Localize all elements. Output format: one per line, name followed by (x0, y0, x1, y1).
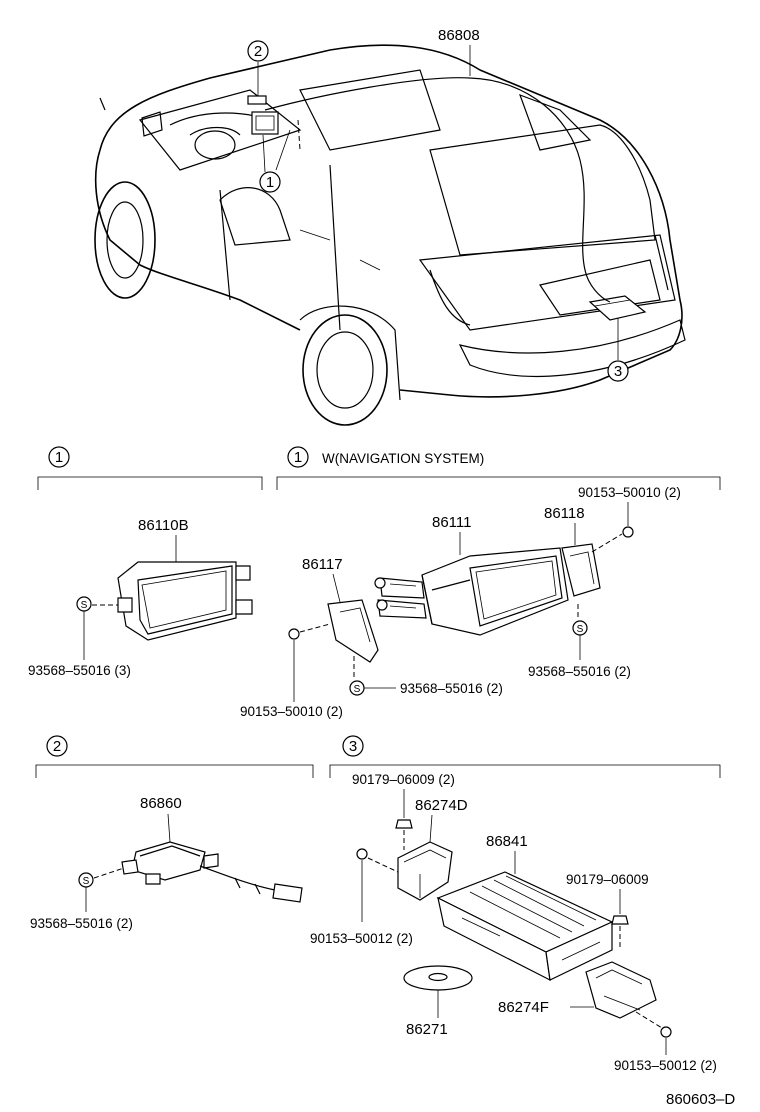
nut-top (395, 819, 413, 850)
screw-symbol-sec2-label: S (83, 876, 90, 887)
section-1-left: 1 86110B S 93568–55016 (3) (28, 446, 263, 678)
section-3-marker: 3 (349, 738, 357, 755)
vehicle-illustration (94, 44, 686, 426)
screw-symbol-sec2: S (78, 872, 94, 888)
section-1-right-marker: 1 (294, 449, 302, 466)
part-90153-50012-left: 90153–50012 (2) (310, 931, 413, 946)
screw-symbol-bottom-label: S (354, 684, 361, 695)
bolt-bottom (635, 1011, 672, 1038)
screw-symbol-left-label: S (81, 600, 88, 611)
bolt-bottom-left (288, 623, 331, 640)
nut-right (611, 915, 629, 950)
section-2: 2 86860 S 93568–55016 (2) (30, 735, 314, 931)
bracket-86274D (397, 841, 453, 901)
part-86118: 86118 (544, 505, 585, 522)
callout-marker-3-label: 3 (614, 363, 622, 380)
callout-marker-3: 3 (607, 360, 629, 382)
bracket-86118 (561, 543, 601, 597)
part-86860: 86860 (140, 795, 182, 812)
bolt-left (356, 848, 399, 873)
figure-id: 860603–D (666, 1091, 735, 1108)
part-86111: 86111 (432, 514, 472, 531)
callout-marker-2-label: 2 (254, 43, 262, 60)
part-90153-50010-bottom: 90153–50010 (2) (240, 704, 343, 719)
part-90179-06009: 90179–06009 (566, 872, 649, 887)
display-unit-86110B (117, 561, 253, 641)
part-90153-50012-bottom: 90153–50012 (2) (614, 1058, 717, 1073)
callout-marker-1-label: 1 (266, 174, 274, 191)
screw-symbol-right-label: S (577, 624, 584, 635)
screw-symbol-left: S (76, 596, 92, 612)
screw-symbol-bottom: S (349, 680, 365, 696)
section-1-left-marker: 1 (55, 449, 63, 466)
part-86117: 86117 (302, 556, 343, 573)
bolt-top-right (591, 526, 634, 553)
map-disc-86271 (403, 965, 473, 991)
part-93568-55016-3: 93568–55016 (3) (28, 663, 131, 678)
nav-computer-86841 (436, 871, 614, 982)
part-86274D: 86274D (415, 797, 468, 814)
section-1-right: 1 W(NAVIGATION SYSTEM) 90153–50010 (2) 8… (240, 446, 721, 719)
part-90153-50010-top: 90153–50010 (2) (578, 485, 681, 500)
part-93568-55016-2: 93568–55016 (2) (30, 916, 133, 931)
section-1-right-title: W(NAVIGATION SYSTEM) (322, 451, 484, 466)
section-2-marker: 2 (53, 738, 61, 755)
part-93568-55016-bottom: 93568–55016 (2) (400, 681, 503, 696)
callout-marker-2: 2 (247, 40, 269, 62)
bracket-86274F (585, 961, 657, 1019)
part-86271: 86271 (406, 1021, 448, 1038)
part-90179-06009-2: 90179–06009 (2) (352, 772, 455, 787)
section-3: 3 90179–06009 (2) 86274D 90153–50012 (2)… (310, 735, 721, 1073)
part-86841: 86841 (486, 833, 528, 850)
display-unit-86111 (374, 547, 569, 636)
part-86274F: 86274F (498, 999, 549, 1016)
part-86110B: 86110B (138, 517, 189, 534)
bracket-86117 (327, 599, 379, 663)
gps-antenna-86860 (121, 841, 303, 903)
callout-86808: 86808 (438, 27, 480, 44)
part-93568-55016-right: 93568–55016 (2) (528, 664, 631, 679)
callout-marker-1: 1 (259, 171, 281, 193)
screw-symbol-right: S (572, 620, 588, 636)
